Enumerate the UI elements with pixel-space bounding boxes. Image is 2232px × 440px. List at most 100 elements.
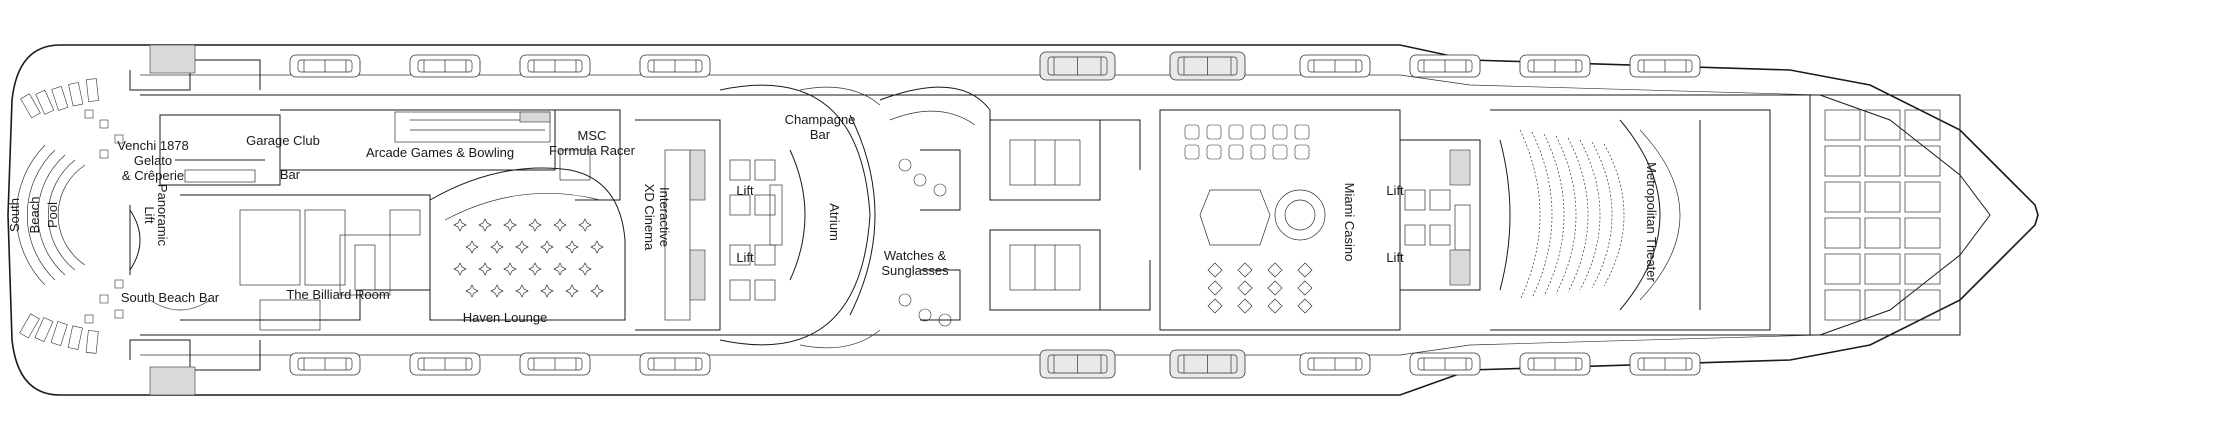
slot-machine-icon	[1228, 144, 1244, 160]
haven-lounge	[429, 167, 626, 321]
lounge-table-icon	[578, 218, 592, 232]
label-south-beach-bar: South Beach Bar	[121, 290, 220, 305]
service-room	[1824, 289, 1861, 321]
lounge-table-icon	[465, 240, 479, 254]
lifeboat-icon	[1519, 352, 1591, 376]
lounge-table-icon	[898, 158, 912, 172]
service-room	[1904, 109, 1941, 141]
forward-service-area	[1809, 94, 1961, 336]
lounge-table-icon	[453, 262, 467, 276]
staircase-icon	[769, 184, 783, 246]
lifeboat-icon	[639, 54, 711, 78]
slot-machine-icon	[1206, 124, 1222, 140]
sun-lounger-icon	[51, 85, 69, 111]
label-champagne: Champagne	[785, 112, 856, 127]
formula-racer-room	[555, 109, 621, 201]
label-lift-1: Lift	[736, 183, 754, 198]
label-panoramic-lift: Lift	[142, 206, 157, 224]
lounge-table-icon	[503, 218, 517, 232]
slot-machine-icon	[1272, 144, 1288, 160]
label-interactive: Interactive	[657, 187, 672, 247]
lifeboat-icon	[289, 352, 361, 376]
elevator-icon	[1404, 189, 1426, 211]
lounge-table-icon	[565, 240, 579, 254]
service-room	[1904, 145, 1941, 177]
lifeboat-icon	[289, 54, 361, 78]
label-watches: Watches &	[884, 248, 947, 263]
elevator-icon	[729, 194, 751, 216]
elevator-icon	[1429, 189, 1451, 211]
sun-lounger-icon	[34, 317, 54, 343]
slot-machine-icon	[1250, 124, 1266, 140]
elevator-icon	[754, 244, 776, 266]
lounge-table-icon	[918, 308, 932, 322]
lifeboat-icon	[1299, 54, 1371, 78]
service-room	[1904, 217, 1941, 249]
service-room	[1824, 109, 1861, 141]
lounge-table-icon	[933, 183, 947, 197]
lounge-table-icon	[540, 240, 554, 254]
label-pool-2: Beach	[27, 197, 42, 234]
lounge-table-icon	[1267, 280, 1283, 296]
lounge-table-icon	[553, 262, 567, 276]
label-pool-1: South	[7, 198, 22, 232]
elevator-icon	[754, 279, 776, 301]
service-room	[1824, 253, 1861, 285]
lifeboat-icon	[1629, 352, 1701, 376]
lounge-table-icon	[1207, 280, 1223, 296]
arcade-room	[280, 109, 556, 171]
label-bar: Bar	[280, 167, 301, 182]
service-room	[1864, 253, 1901, 285]
service-room	[1824, 181, 1861, 213]
lifeboat-icon	[519, 54, 591, 78]
lounge-table-icon	[578, 262, 592, 276]
casino-room	[1159, 109, 1401, 331]
slot-machine-icon	[1294, 144, 1310, 160]
elevator-icon	[1429, 224, 1451, 246]
lounge-table-icon	[1207, 298, 1223, 314]
lounge-table-icon	[453, 218, 467, 232]
sun-lounger-icon	[19, 313, 40, 339]
theater-seat-row	[1555, 135, 1577, 295]
slot-machine-icon	[1184, 144, 1200, 160]
lifeboat-icon	[1629, 54, 1701, 78]
lounge-table-icon	[515, 240, 529, 254]
label-haven-lounge: Haven Lounge	[463, 310, 548, 325]
lounge-table-icon	[503, 262, 517, 276]
label-garage-club: Garage Club	[246, 133, 320, 148]
lounge-table-icon	[490, 284, 504, 298]
label-lift-2: Lift	[736, 250, 754, 265]
lifeboat-icon	[1519, 54, 1591, 78]
label-lift-4: Lift	[1386, 250, 1404, 265]
service-room	[1824, 217, 1861, 249]
label-lift-3: Lift	[1386, 183, 1404, 198]
lifeboat-icon	[1409, 54, 1481, 78]
tender-boat-icon	[1039, 51, 1116, 81]
shops-block	[920, 119, 1151, 321]
outer-promenade-line	[140, 74, 1821, 356]
sun-lounger-icon	[20, 93, 41, 119]
lounge-table-icon	[528, 218, 542, 232]
label-panoramic: Panoramic	[155, 184, 170, 247]
slot-machine-icon	[1228, 124, 1244, 140]
lounge-table-icon	[99, 149, 109, 159]
lounge-table-icon	[528, 262, 542, 276]
lounge-table-icon	[515, 284, 529, 298]
label-theater: Metropolitan Theater	[1644, 162, 1659, 282]
stage-icon	[1619, 119, 1661, 311]
tender-boat-icon	[1169, 51, 1246, 81]
garage-club-room	[159, 114, 281, 186]
elevator-icon	[729, 244, 751, 266]
lounge-table-icon	[84, 109, 94, 119]
service-room	[1904, 253, 1941, 285]
lounge-table-icon	[1297, 280, 1313, 296]
champagne-bar	[879, 86, 991, 327]
label-formula-racer: Formula Racer	[549, 143, 636, 158]
sun-lounger-icon	[35, 89, 55, 115]
lifeboat-icon	[1409, 352, 1481, 376]
lounge-table-icon	[1237, 298, 1253, 314]
service-room	[1864, 289, 1901, 321]
inner-deck-line	[140, 94, 1991, 336]
ship-hull	[7, 44, 2039, 396]
lounge-table-icon	[114, 309, 124, 319]
